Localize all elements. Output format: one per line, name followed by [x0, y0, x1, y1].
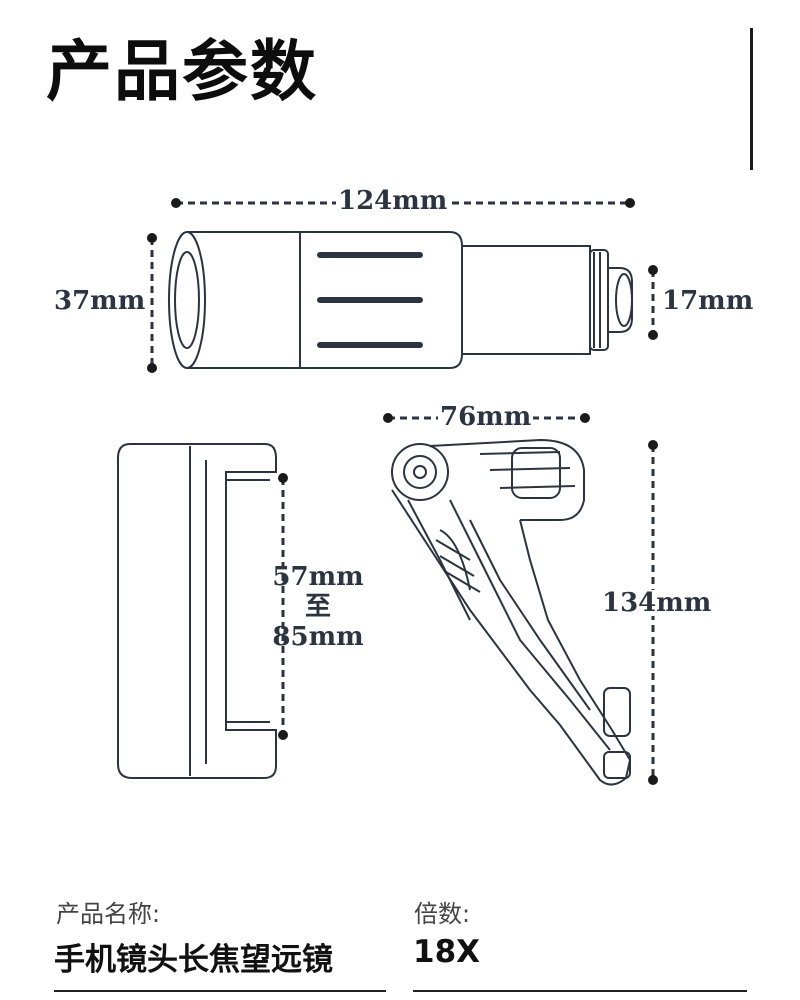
dimension-label-diameter: 37mm [52, 286, 148, 316]
clip-range-min: 57mm [272, 562, 364, 592]
monocular-drawing [168, 231, 633, 369]
clip-range-joiner: 至 [304, 592, 331, 622]
product-name-underline [54, 990, 386, 992]
zoom-value: 18X [413, 934, 481, 970]
tripod-drawing [391, 438, 632, 786]
decorative-divider [750, 28, 753, 170]
zoom-underline [413, 990, 747, 992]
zoom-label: 倍数: [414, 900, 471, 928]
dimension-label-clip-range: 57mm 至 85mm [268, 562, 368, 652]
dimension-label-length: 124mm [336, 186, 450, 216]
dimension-label-eyepiece: 17mm [660, 286, 756, 316]
dimension-label-tripod-width: 76mm [438, 402, 534, 432]
product-name-value: 手机镜头长焦望远镜 [54, 942, 333, 978]
clip-range-max: 85mm [272, 622, 364, 652]
page-title: 产品参数 [46, 33, 318, 110]
phone-clip-drawing [117, 443, 277, 779]
dimension-label-tripod-height: 134mm [600, 588, 714, 618]
product-name-label: 产品名称: [56, 900, 161, 928]
